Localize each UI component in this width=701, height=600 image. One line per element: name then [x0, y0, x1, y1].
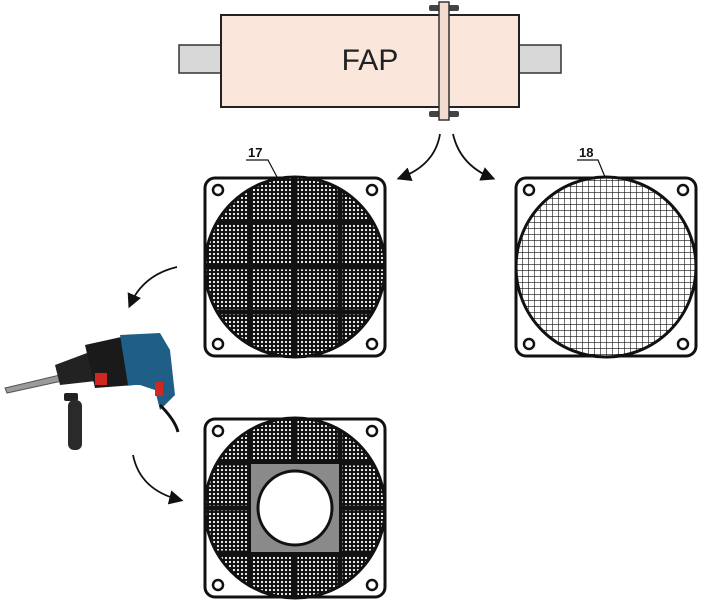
filter-drilled	[203, 416, 387, 600]
arrow-to-filter-18	[452, 133, 496, 181]
fap-body	[220, 14, 520, 108]
label-17: 17	[248, 145, 262, 160]
outlet-pipe	[518, 44, 562, 74]
label-18: 18	[579, 145, 593, 160]
leader-line-18	[577, 159, 606, 178]
inlet-pipe	[178, 44, 224, 74]
drilled-hole	[256, 469, 334, 547]
arrow-to-drill	[127, 266, 178, 309]
flange	[438, 1, 450, 121]
fap-unit: FAP	[178, 1, 562, 121]
filter-18: 18	[514, 145, 698, 359]
arrow-to-filter-17	[396, 133, 441, 181]
bolt-holes	[211, 183, 379, 351]
leader-line-17	[246, 159, 278, 178]
fap-label: FAP	[342, 44, 399, 77]
hammer-drill-image	[4, 333, 180, 450]
arrow-to-drilled-filter	[132, 454, 184, 505]
filter-17: 17	[203, 145, 387, 359]
bolt-holes	[211, 424, 379, 592]
bolt-holes	[522, 183, 690, 351]
